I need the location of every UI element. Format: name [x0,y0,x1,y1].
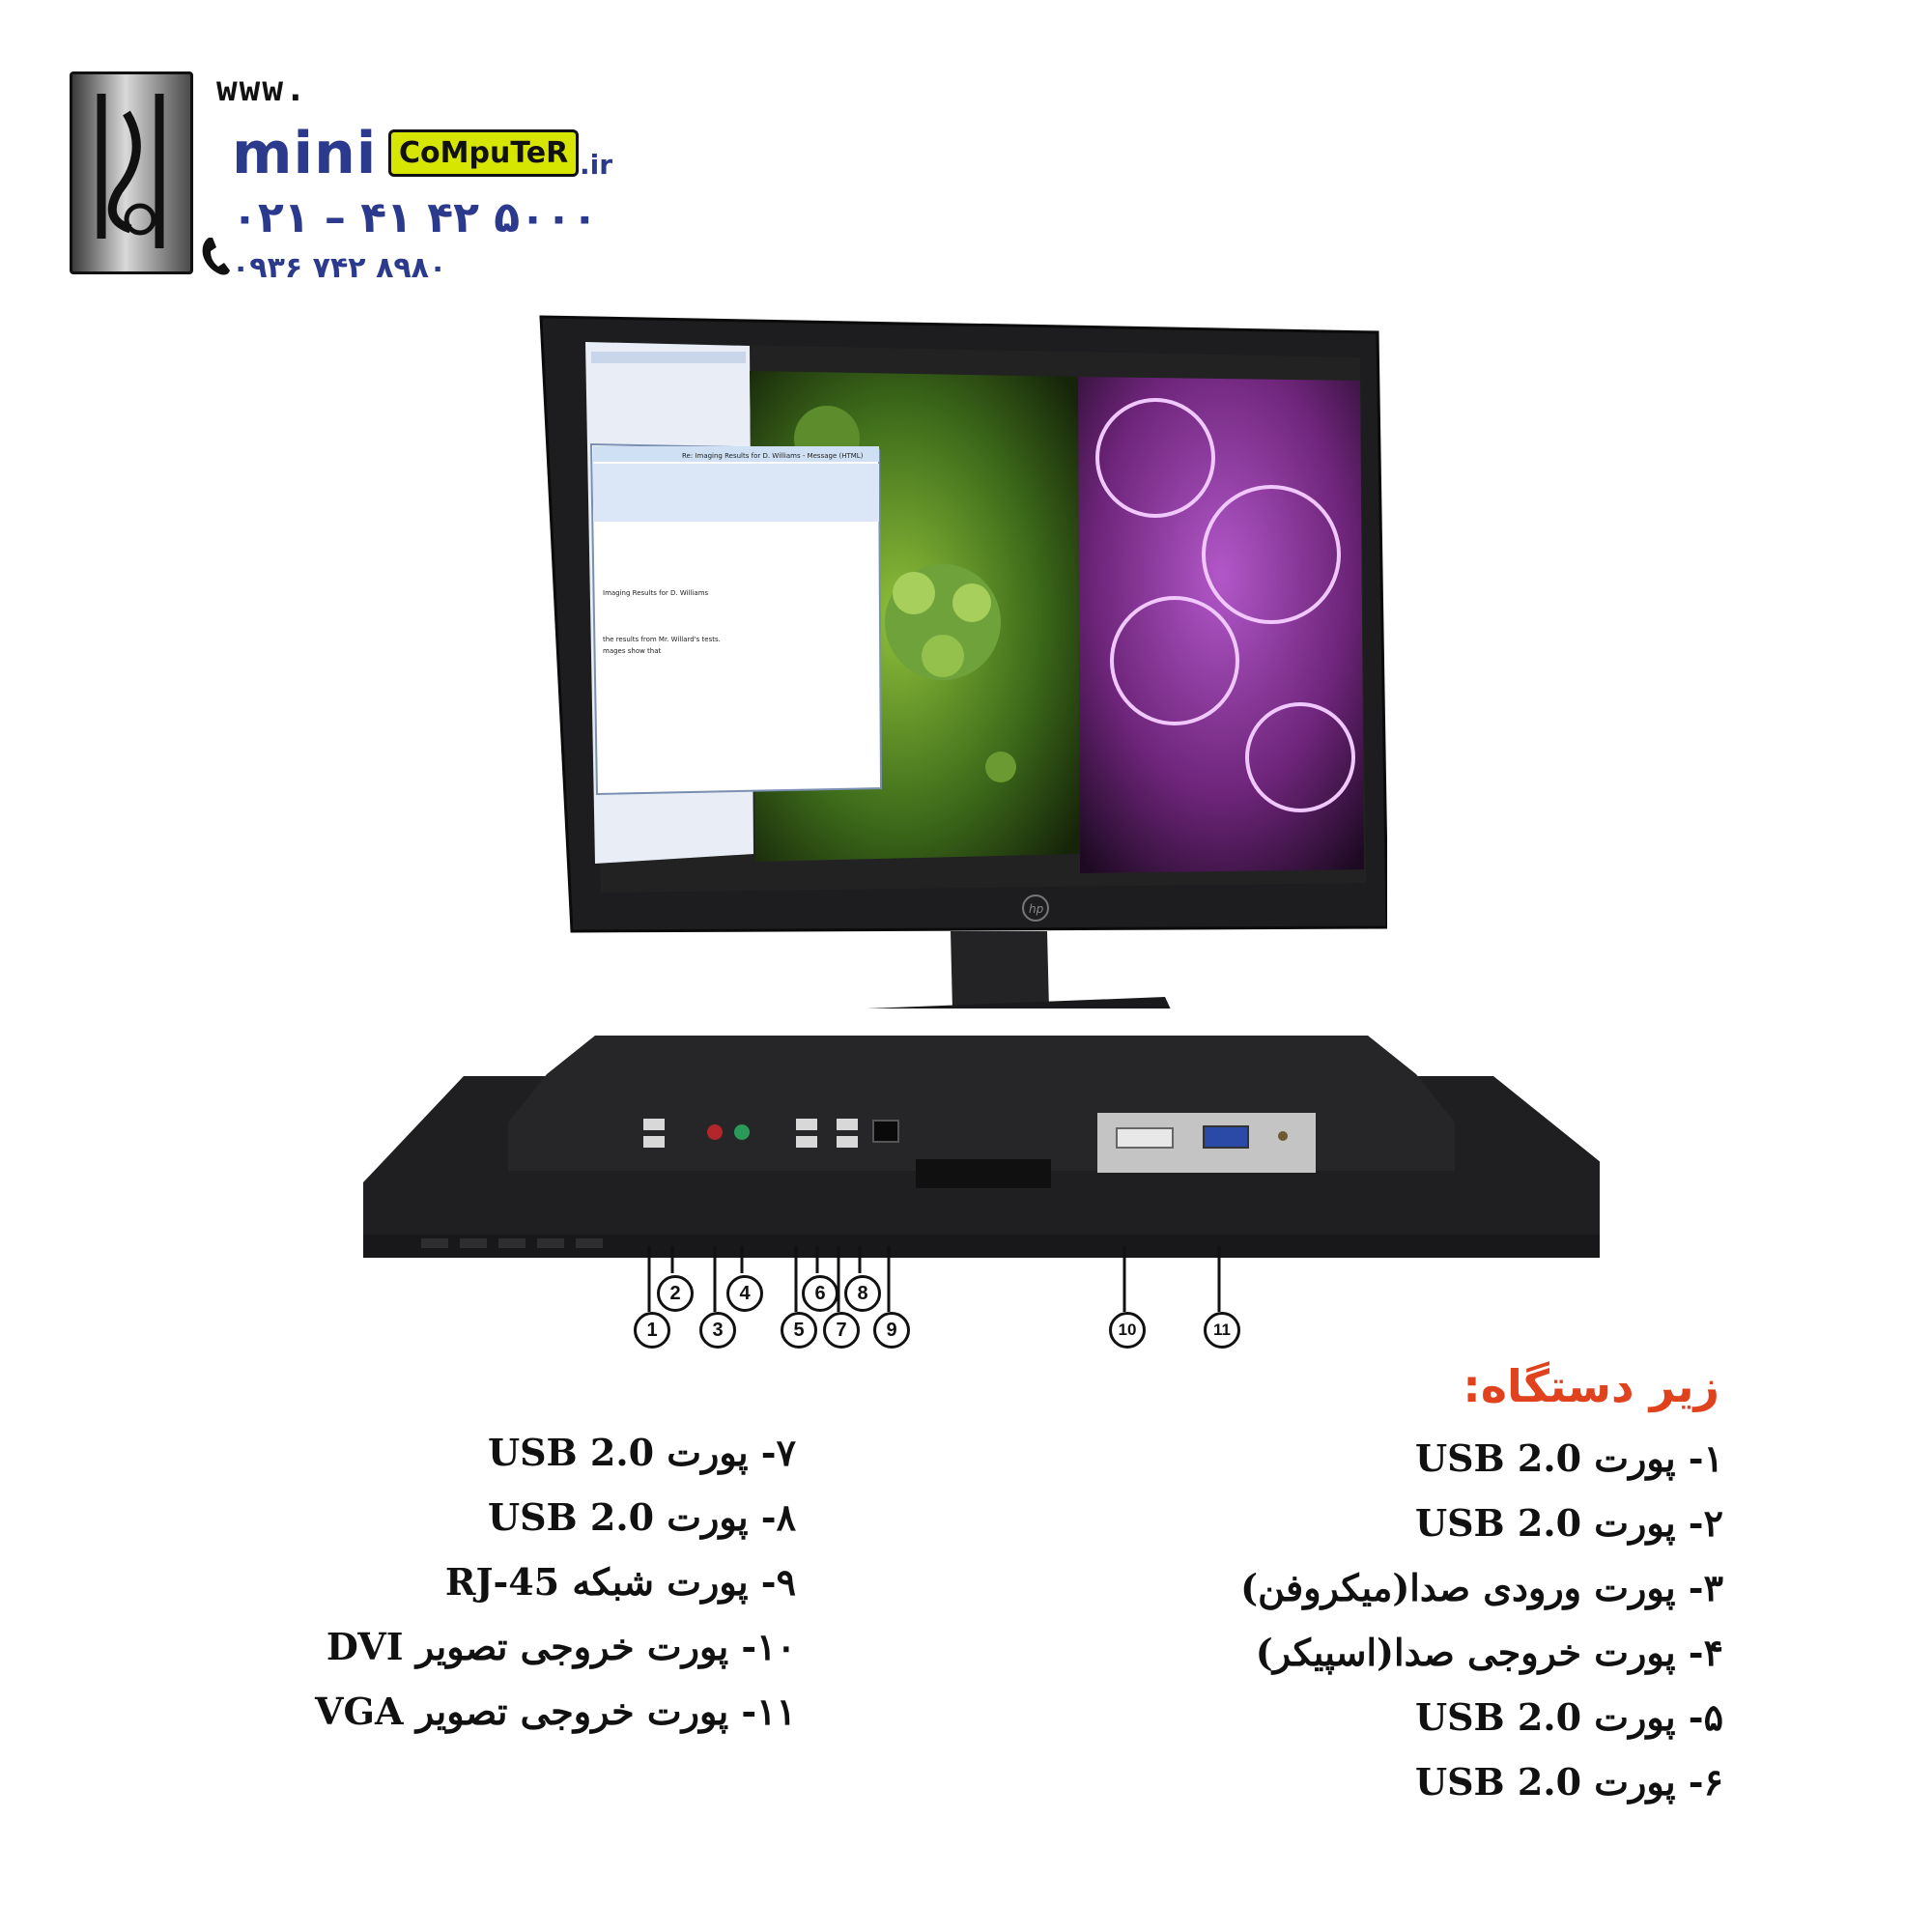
port-item-2: ۲- پورت USB 2.0 [1414,1501,1723,1545]
usb-port-7 [837,1119,858,1130]
callout-7: 7 [823,1312,860,1349]
logo-phone-main: ۰۲۱ – ۴۱ ۴۲ ۵۰۰۰ [232,193,598,242]
phone-icon [199,234,232,282]
port-item-8: ۸- پورت USB 2.0 [487,1495,796,1539]
callout-3: 3 [699,1312,736,1349]
callout-leader-lines [647,1246,1221,1312]
section-title: زیر دستگاه: [1463,1360,1719,1412]
port-item-3: ۳- پورت ورودی صدا(میکروفن) [1240,1566,1723,1609]
usb-port-2 [643,1136,665,1148]
usb-port-8 [837,1136,858,1148]
port-item-9: ۹- پورت شبکه RJ-45 [444,1560,796,1604]
screen-body-line-1: the results from Mr. Willard's tests. [603,636,721,643]
callout-1: 1 [634,1312,670,1349]
dvi-port [1116,1127,1174,1149]
usb-port-6 [796,1136,817,1148]
screen-body-line-2: mages show that [603,647,662,655]
callout-11: 11 [1204,1312,1240,1349]
stand-slot [916,1159,1051,1188]
logo-phone-mobile: ۰۹۳۶ ۷۴۲ ۸۹۸۰ [232,251,447,285]
mic-jack [707,1124,723,1140]
callout-5: 5 [781,1312,817,1349]
usb-port-1 [643,1119,665,1130]
logo-tld: .ir [580,149,613,181]
speaker-jack [734,1124,750,1140]
port-item-11: ۱۱- پورت خروجی تصویر VGA [315,1690,796,1733]
logo-mini: mini [232,120,378,187]
monitor-illustration: Re: Imaging Results for D. Williams - Me… [539,315,1387,1009]
logo-emblem [70,71,193,274]
ports-list-left: ۷- پورت USB 2.0 ۸- پورت USB 2.0 ۹- پورت … [315,1420,796,1744]
underside-illustration [363,1036,1600,1258]
brand-logo-text: hp [1029,902,1044,916]
app-toolbar [591,352,746,363]
logo-www: www. [216,70,308,109]
screen-window-title: Re: Imaging Results for D. Williams - Me… [682,452,864,460]
callout-2: 2 [657,1275,694,1312]
callout-8: 8 [844,1275,881,1312]
callout-9: 9 [873,1312,910,1349]
logo-computer-badge: CoMpuTeR [388,129,580,177]
site-logo: www. mini CoMpuTeR .ir ۰۲۱ – ۴۱ ۴۲ ۵۰۰۰ … [70,70,668,292]
port-item-6: ۶- پورت USB 2.0 [1414,1760,1723,1804]
port-item-5: ۵- پورت USB 2.0 [1414,1695,1723,1739]
callout-10: 10 [1109,1312,1146,1349]
screen-subject: Imaging Results for D. Williams [603,589,709,597]
callout-4: 4 [726,1275,763,1312]
usb-port-5 [796,1119,817,1130]
monitor-front-image: Re: Imaging Results for D. Williams - Me… [537,313,1387,1009]
lock-slot [1278,1131,1288,1141]
callout-6: 6 [802,1275,838,1312]
rj45-port [872,1120,899,1143]
bezel-buttons [421,1238,603,1248]
port-item-10: ۱۰- پورت خروجی تصویر DVI [326,1625,796,1668]
vga-port [1203,1125,1249,1149]
port-item-7: ۷- پورت USB 2.0 [487,1431,796,1474]
port-callouts: 1 2 3 4 5 6 7 8 9 10 11 [363,1246,1600,1352]
monitor-underside-image [363,1036,1600,1262]
port-item-1: ۱- پورت USB 2.0 [1414,1436,1723,1480]
port-item-4: ۴- پورت خروجی صدا(اسپیکر) [1255,1631,1723,1674]
hp-logo [1022,895,1049,922]
ports-list-right: ۱- پورت USB 2.0 ۲- پورت USB 2.0 ۳- پورت … [1240,1426,1723,1814]
